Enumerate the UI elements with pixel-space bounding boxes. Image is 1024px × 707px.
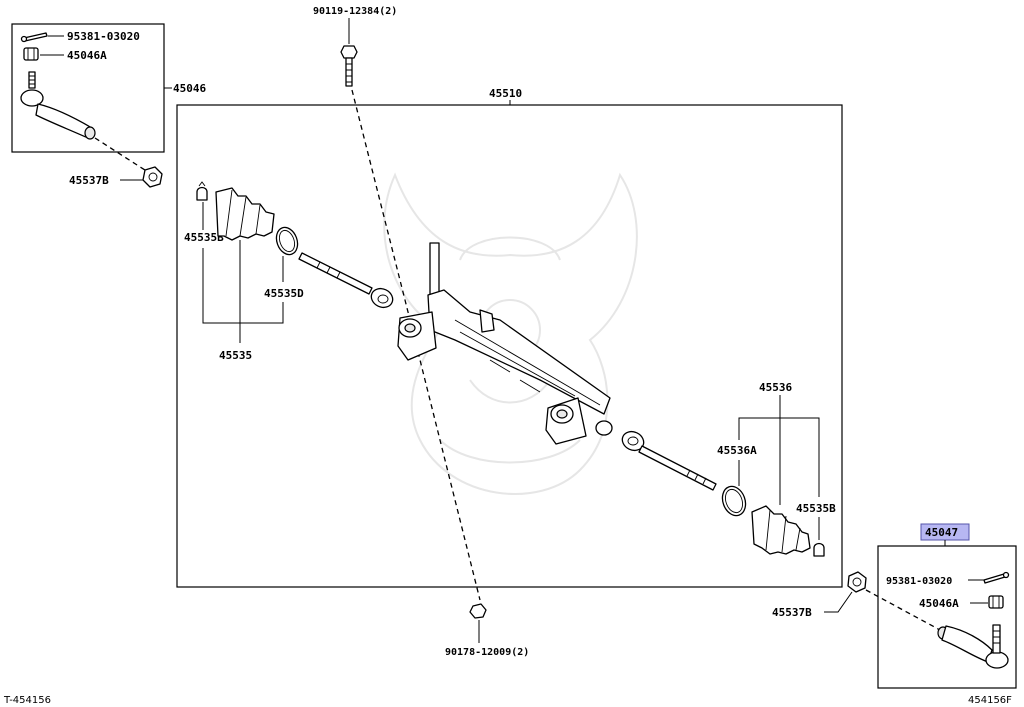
tie-rod-end-right-box xyxy=(877,545,1017,689)
label-clip-left[interactable]: 45535D xyxy=(264,287,304,300)
footer-right-code: 454156F xyxy=(968,695,1012,706)
label-boot-set-left[interactable]: 45535 xyxy=(219,349,252,362)
label-clamp-right[interactable]: 45535B xyxy=(796,502,836,515)
nut-bottom-icon xyxy=(469,603,487,619)
label-boot-set-right[interactable]: 45536 xyxy=(759,381,792,394)
tie-rod-right-icon xyxy=(621,430,717,491)
label-cotter-pin-right[interactable]: 95381-03020 xyxy=(886,576,952,587)
boot-right-icon xyxy=(751,505,811,555)
steering-rack-housing-icon xyxy=(397,242,613,445)
clip-ring-left-icon xyxy=(275,226,299,256)
castle-nut-left-icon xyxy=(23,47,39,61)
label-rack-assy[interactable]: 45510 xyxy=(489,87,522,100)
label-bolt-top[interactable]: 90119-12384(2) xyxy=(313,6,397,17)
label-cotter-pin-left[interactable]: 95381-03020 xyxy=(67,30,140,43)
label-nut-bottom[interactable]: 90178-12009(2) xyxy=(445,647,529,658)
bolt-top-icon xyxy=(340,45,358,87)
label-clip-right[interactable]: 45536A xyxy=(717,444,757,457)
label-nut-left[interactable]: 45046A xyxy=(67,49,107,62)
cotter-pin-left-icon xyxy=(20,32,48,43)
label-clamp-left[interactable]: 45535B xyxy=(184,231,224,244)
label-lock-nut-left[interactable]: 45537B xyxy=(69,174,109,187)
tie-rod-end-left-icon xyxy=(20,71,96,140)
tie-rod-left-icon xyxy=(298,252,394,309)
tie-rod-end-right-icon xyxy=(937,624,1009,669)
boot-left-icon xyxy=(215,187,275,241)
clip-ring-right-icon xyxy=(721,485,747,517)
castle-nut-right-icon xyxy=(988,595,1004,609)
lock-nut-right-icon xyxy=(847,571,867,593)
lock-nut-left-icon xyxy=(142,166,163,188)
footer-left-code: T-454156 xyxy=(3,695,51,706)
cotter-pin-right-icon xyxy=(983,571,1010,584)
label-lock-nut-right[interactable]: 45537B xyxy=(772,606,812,619)
label-tie-rod-end-right[interactable]: 45047 xyxy=(925,526,958,539)
clamp-right-icon xyxy=(813,542,825,557)
label-nut-right[interactable]: 45046A xyxy=(919,597,959,610)
label-tie-rod-end-left[interactable]: 45046 xyxy=(173,82,206,95)
clamp-left-icon xyxy=(196,181,208,201)
